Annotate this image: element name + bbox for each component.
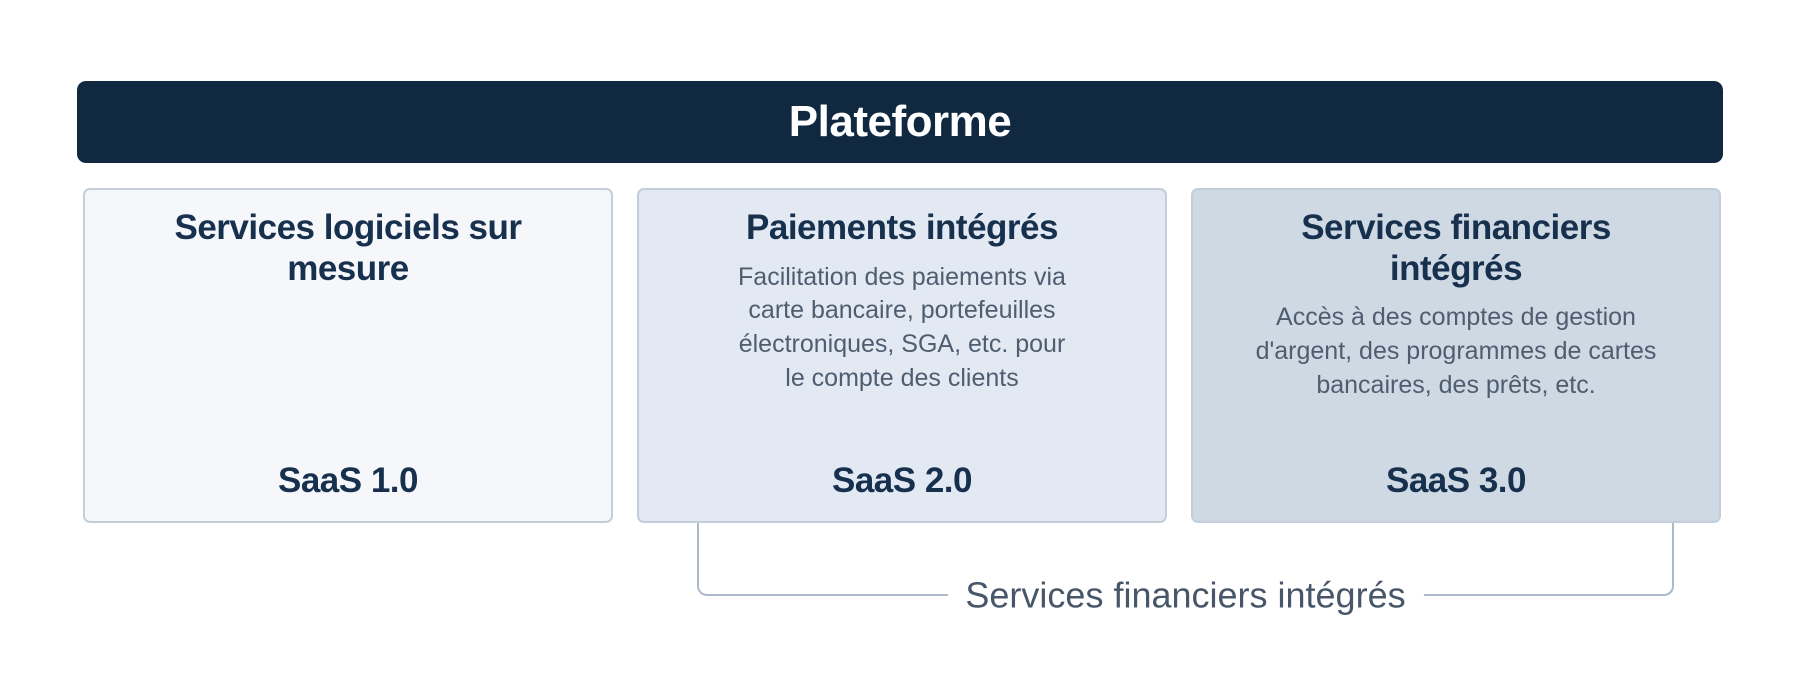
card-description: Facilitation des paiements via carte ban… (738, 262, 1066, 392)
card-custom-software: Services logiciels sur mesure SaaS 1.0 (83, 188, 613, 523)
card-title: Services logiciels sur mesure (174, 208, 522, 288)
card-title: Services financiers intégrés (1301, 208, 1611, 288)
card-embedded-payments: Paiements intégrés Facilitation des paie… (637, 188, 1167, 523)
embedded-finance-bracket-label: Services financiers intégrés (947, 574, 1424, 617)
platform-header: Plateforme (77, 81, 1723, 163)
platform-title: Plateforme (788, 97, 1012, 146)
cards-row: Services logiciels sur mesure SaaS 1.0 P… (83, 188, 1721, 523)
card-title: Paiements intégrés (746, 208, 1058, 247)
embedded-finance-bracket-line: Services financiers intégrés (697, 523, 1674, 617)
card-description: Accès à des comptes de gestion d'argent,… (1255, 303, 1657, 399)
saas-version-label: SaaS 1.0 (278, 461, 419, 500)
saas-version-label: SaaS 2.0 (832, 461, 973, 500)
saas-version-label: SaaS 3.0 (1386, 461, 1527, 500)
card-embedded-finance: Services financiers intégrés Accès à des… (1191, 188, 1721, 523)
